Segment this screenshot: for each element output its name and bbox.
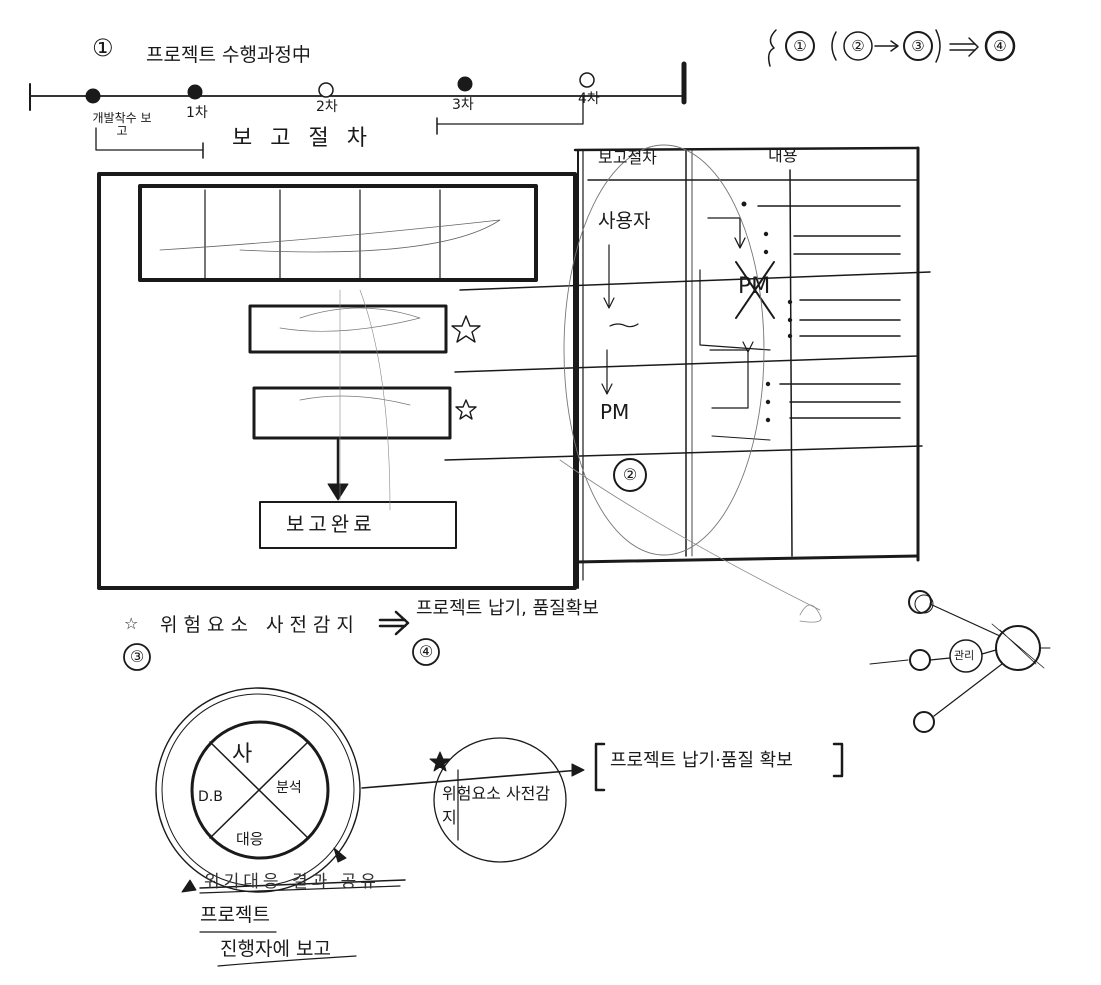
milestone-dot-kickoff — [85, 88, 101, 104]
column-header-procedure: 보고절차 — [598, 148, 657, 167]
milestone-dot-2 — [318, 82, 334, 98]
milestone-label-kickoff: 개발착수 보고 — [92, 111, 152, 139]
section-number-1: ① — [92, 34, 114, 62]
quadrant-top: 사 — [232, 742, 253, 767]
milestone-label-4: 4차 — [578, 91, 600, 107]
note-line-1: 프로젝트 — [200, 904, 270, 926]
footnote-result-text: 프로젝트 납기, 품질확보 — [416, 598, 599, 619]
inner-circle-text: 위험요소 사전감지 — [442, 784, 551, 827]
milestone-label-1: 1차 — [186, 105, 208, 121]
flow-step-2: ② — [851, 36, 865, 55]
footnote-number-4: ④ — [418, 642, 434, 661]
network-diagram — [869, 590, 1051, 733]
flow-step-3: ③ — [911, 36, 925, 55]
wireframe-left — [138, 184, 538, 549]
actor-pm: PM — [600, 400, 630, 424]
quadrant-right: 분석 — [276, 780, 302, 796]
cycle-diagram — [155, 687, 844, 967]
flow-step-4: ④ — [993, 36, 1007, 55]
step-box-2 — [252, 386, 452, 440]
step-box-1 — [248, 304, 448, 354]
wireframe-frame — [97, 146, 920, 590]
footnote-graphics — [123, 610, 440, 671]
actor-user: 사용자 — [598, 210, 651, 232]
footnote-star: ☆ — [124, 614, 139, 633]
milestone-dot-3 — [457, 76, 473, 92]
circle-number-2: ② — [622, 465, 638, 484]
milestone-dot-1 — [187, 84, 203, 100]
footnote-risk-text: 위험요소 사전감지 — [160, 614, 360, 636]
note-struck-text: 위기대응 결과 공유 — [204, 872, 380, 892]
column-header-content: 내용 — [768, 146, 798, 165]
flow-step-1: ① — [793, 36, 807, 55]
timeline-title: 프로젝트 수행과정中 — [146, 44, 311, 66]
tab-bar — [138, 184, 538, 282]
done-button-box — [259, 501, 457, 549]
footnote-number-3: ③ — [129, 647, 145, 666]
milestone-label-2: 2차 — [316, 99, 338, 115]
milestone-label-3: 3차 — [452, 97, 474, 113]
timeline — [29, 61, 687, 159]
quadrant-bottom: 대응 — [236, 830, 264, 848]
result-bracket-text: 프로젝트 납기·품질 확보 — [610, 750, 793, 771]
done-button-label: 보고완료 — [286, 512, 376, 536]
wireframe-right — [444, 144, 931, 623]
milestone-dot-4 — [579, 72, 595, 88]
note-line-2: 진행자에 보고 — [220, 938, 331, 960]
bracket-label-report-procedure: 보고절차 — [232, 126, 385, 151]
network-center-label: 관리 — [954, 649, 975, 662]
actor-pm-struck: PM — [738, 274, 771, 299]
flow-summary-graphics — [767, 29, 1016, 67]
quadrant-left: D.B — [198, 789, 223, 805]
